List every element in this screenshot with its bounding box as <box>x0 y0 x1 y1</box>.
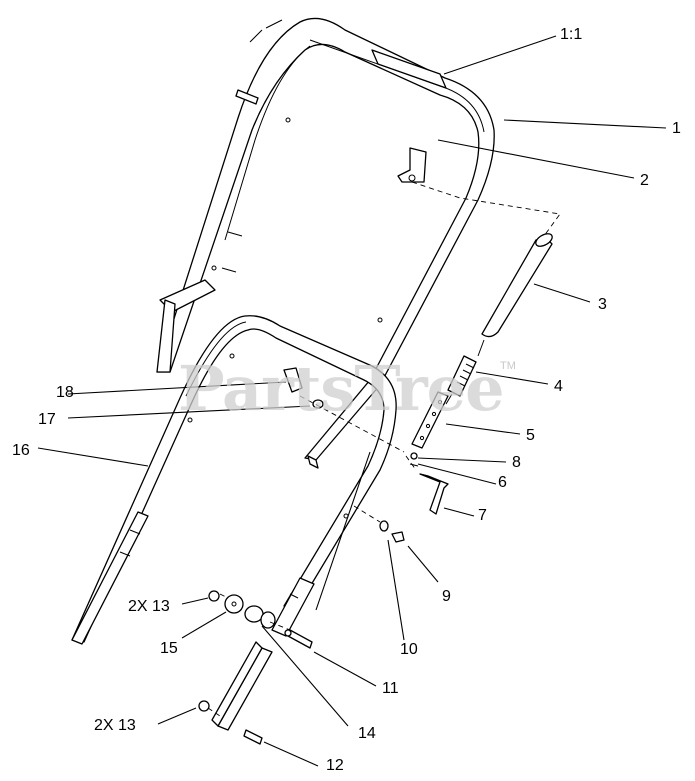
knob-fasteners <box>198 590 276 712</box>
bolt-11 <box>284 629 313 649</box>
callout-14: 14 <box>358 725 376 742</box>
callout-17: 17 <box>38 411 56 428</box>
assembly-dashed-lines <box>207 181 561 717</box>
grip <box>481 233 553 338</box>
upper-handle <box>156 17 495 469</box>
callout-6: 6 <box>498 474 507 491</box>
callout-11: 11 <box>382 680 399 697</box>
callout-3: 3 <box>598 296 607 313</box>
callout-9: 9 <box>442 588 451 605</box>
callout-2: 2 <box>640 172 649 189</box>
spring <box>445 339 485 405</box>
mount-bracket <box>211 641 273 731</box>
callout-1: 1 <box>672 120 681 137</box>
cable-guide <box>283 367 324 409</box>
bail-rod <box>419 473 449 515</box>
callout-4: 4 <box>554 378 563 395</box>
callout-7: 7 <box>478 507 487 524</box>
partstree-watermark: PartsTree <box>178 352 505 425</box>
callout-13-upper: 2X 13 <box>128 598 170 615</box>
callout-1-1: 1:1 <box>560 26 583 43</box>
callout-16: 16 <box>12 442 30 459</box>
washer-and-bolt <box>379 520 405 543</box>
callout-13-lower: 2X 13 <box>94 717 136 734</box>
bolt-12 <box>243 729 263 745</box>
callout-5: 5 <box>526 427 535 444</box>
watermark-trademark: TM <box>500 360 516 372</box>
callout-15: 15 <box>160 640 178 657</box>
leader-lines <box>37 35 667 767</box>
callout-10: 10 <box>400 641 418 658</box>
perforated-link <box>411 391 449 449</box>
pin-and-clip <box>409 452 419 467</box>
callout-8: 8 <box>512 454 521 471</box>
lower-handle <box>71 315 397 645</box>
callout-18: 18 <box>56 384 74 401</box>
callout-12: 12 <box>326 757 344 774</box>
